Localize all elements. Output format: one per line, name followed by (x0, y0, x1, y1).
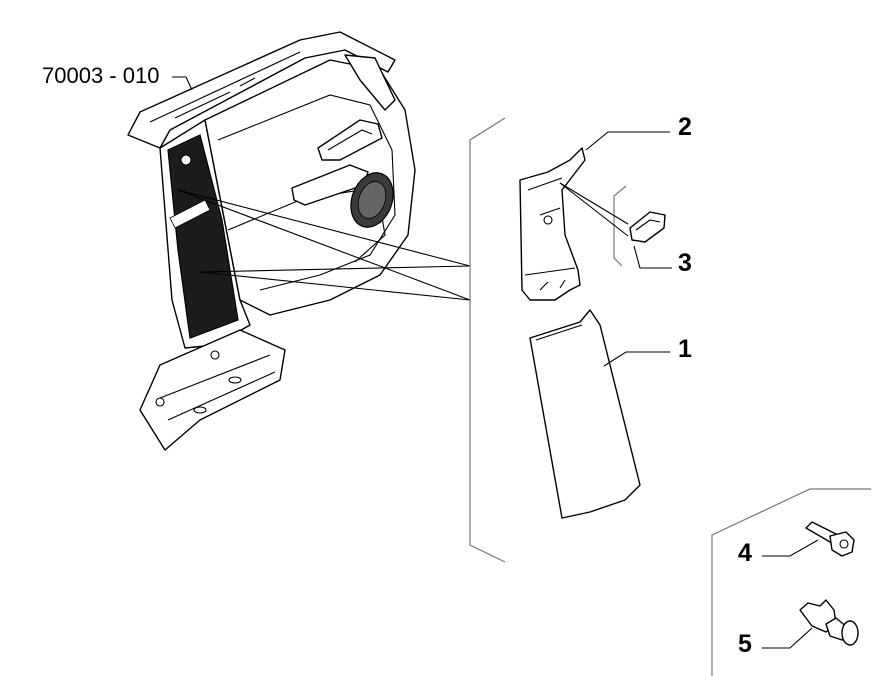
reference-label: 70003 - 010 (42, 63, 159, 88)
parts-group-frame (469, 117, 871, 676)
callout-5: 5 (738, 627, 813, 658)
callout-2-label: 2 (678, 113, 692, 141)
callout-4-label: 4 (738, 539, 752, 567)
lower-pillar-trim-part-1 (529, 309, 641, 519)
callout-4: 4 (738, 539, 819, 567)
cover-cap-part-3 (629, 211, 666, 243)
bolt-part-4 (805, 521, 855, 557)
clip-part-5 (799, 599, 859, 646)
callout-3-label: 3 (678, 249, 692, 277)
upper-pillar-trim-part-2 (519, 147, 586, 301)
callout-5-label: 5 (738, 630, 752, 658)
callout-1: 1 (603, 335, 692, 367)
callout-3: 3 (633, 245, 692, 277)
callout-2: 2 (585, 113, 692, 151)
assembly-leader-lines (177, 189, 471, 301)
reference-callout: 70003 - 010 (42, 63, 193, 91)
callout-1-label: 1 (678, 335, 692, 363)
vehicle-body-assembly (127, 31, 416, 451)
